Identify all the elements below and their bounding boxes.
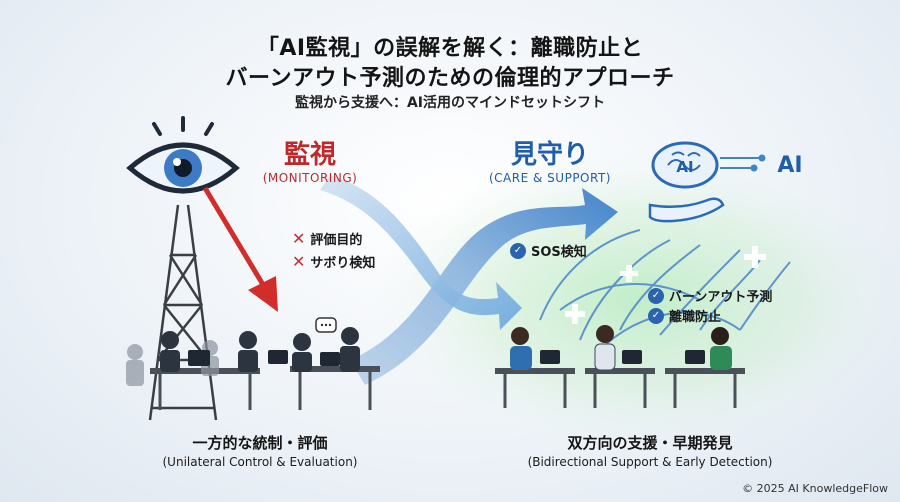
ai-label-side: AI <box>777 153 802 178</box>
monitoring-heading-en: (MONITORING) <box>262 171 358 185</box>
cross-icon: ✕ <box>292 251 306 271</box>
monitoring-heading-block: 監視 (MONITORING) <box>260 134 360 185</box>
hand-icon <box>648 197 725 223</box>
copyright: © 2025 AI KnowledgeFlow <box>742 482 888 495</box>
plus-icons <box>565 246 766 324</box>
right-item-turnover: ✓ 離職防止 <box>648 306 721 325</box>
monitoring-heading: 監視 <box>283 140 336 170</box>
care-heading-en: (CARE & SUPPORT) <box>489 171 611 185</box>
right-item-burnout-label: バーンアウト予測 <box>669 290 773 305</box>
support-network-arrows <box>539 229 791 351</box>
right-office-scene <box>495 325 745 408</box>
left-item-1: ✕ 評価目的 <box>292 229 362 248</box>
left-office-scene <box>126 327 380 410</box>
care-heading-block: 見守り (CARE & SUPPORT) <box>485 134 615 185</box>
right-caption-en: (Bidirectional Support & Early Detection… <box>527 455 773 469</box>
cross-icon: ✕ <box>292 228 306 248</box>
right-caption: 双方向の支援・早期発見 <box>567 434 733 452</box>
eye-icon <box>126 116 240 194</box>
right-item-sos-label: SOS検知 <box>531 245 587 260</box>
subtitle: 監視から支援へ：AI活用のマインドセットシフト <box>294 95 606 111</box>
brain-icon: AI <box>651 141 719 189</box>
title-line-2: バーンアウト予測のための倫理的アプローチ <box>225 66 675 91</box>
left-caption-en: (Unilateral Control & Evaluation) <box>162 455 358 469</box>
right-item-burnout: ✓ バーンアウト予測 <box>648 286 772 305</box>
red-down-arrow <box>202 186 278 312</box>
left-item-2: ✕ サボり検知 <box>292 252 375 271</box>
check-icon: ✓ <box>510 242 526 259</box>
left-item-2-label: サボり検知 <box>310 256 376 271</box>
title-line-1: 「AI監視」の誤解を解く：離職防止と <box>256 36 644 61</box>
ai-label-brain: AI <box>676 158 693 176</box>
care-heading: 見守り <box>510 140 589 170</box>
shift-arrow-down <box>320 175 522 330</box>
check-icon: ✓ <box>648 287 664 304</box>
right-item-turnover-label: 離職防止 <box>669 310 722 325</box>
check-icon: ✓ <box>648 307 664 324</box>
circuit-lines <box>720 154 766 172</box>
speech-bubble-icon <box>315 317 337 333</box>
watch-tower <box>148 204 218 421</box>
left-caption: 一方的な統制・評価 <box>192 434 328 452</box>
left-item-1-label: 評価目的 <box>310 233 363 248</box>
right-item-sos: ✓ SOS検知 <box>510 241 587 260</box>
shift-arrow-up <box>350 188 618 385</box>
